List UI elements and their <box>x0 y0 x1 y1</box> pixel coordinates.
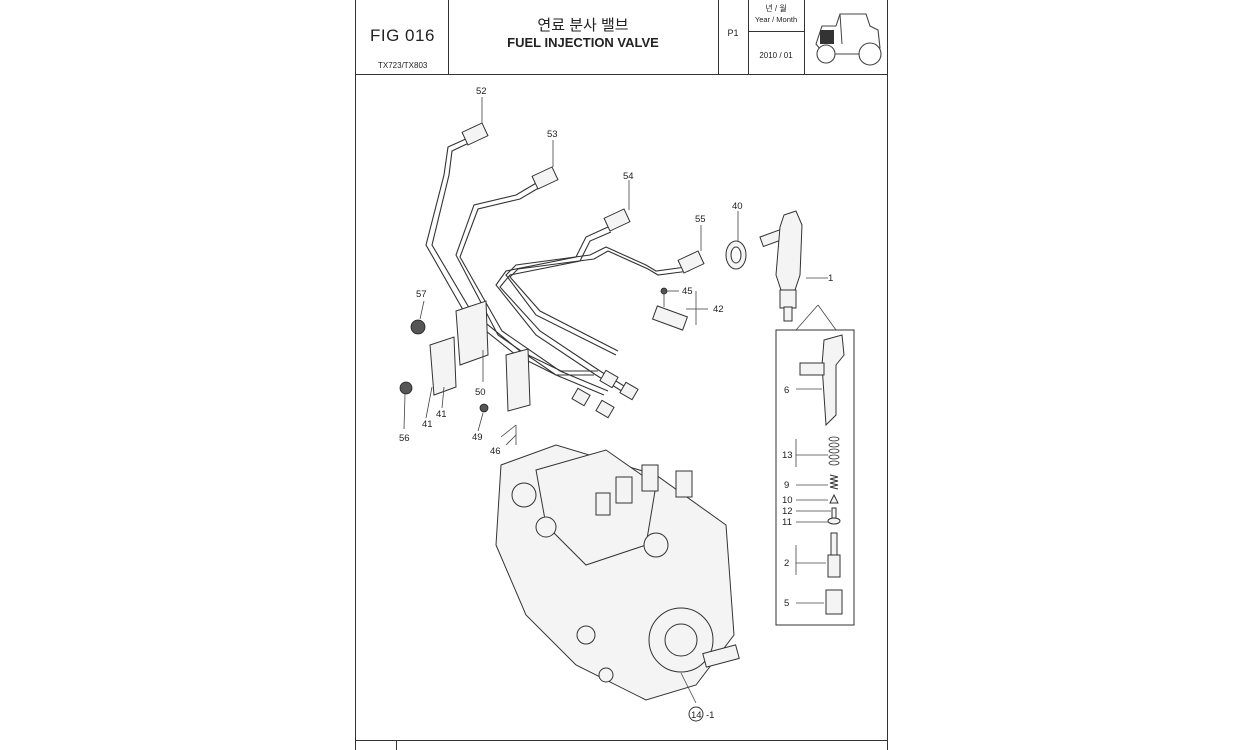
footer-line <box>356 740 887 741</box>
callout-54: 54 <box>623 171 634 182</box>
pipe-clamp-42 <box>651 287 689 331</box>
callout-13: 13 <box>782 450 793 461</box>
callout-10: 10 <box>782 495 793 506</box>
figure-number: FIG 016 <box>370 26 435 45</box>
title-block: FIG 016 TX723/TX803 연료 분사 밸브 FUEL INJECT… <box>356 0 887 75</box>
callout-42: 42 <box>713 304 724 315</box>
callout-55: 55 <box>695 214 706 225</box>
callout-14-circle <box>688 706 704 722</box>
seal-40-inner <box>730 246 742 264</box>
callout-50: 50 <box>475 387 486 398</box>
injection-pipes <box>425 137 690 396</box>
pipe-nut-lower <box>599 369 619 389</box>
pipe-nut-lower <box>571 387 591 407</box>
page-number: P1 <box>727 28 739 38</box>
footer-divider <box>396 740 397 750</box>
callout-1: 1 <box>828 273 833 284</box>
title-korean: 연료 분사 밸브 <box>537 17 629 34</box>
callout-41: 41 <box>422 419 433 430</box>
pipe-nut-54 <box>603 208 631 232</box>
title-divider <box>804 0 805 75</box>
date-divider <box>748 31 804 32</box>
year-month-label-ko: 년 / 월 <box>765 4 787 13</box>
year-month-label-en: Year / Month <box>754 15 798 24</box>
callout-57: 57 <box>416 289 427 300</box>
revision-date: 2010 / 01 <box>759 51 793 60</box>
leader-lines <box>403 97 831 704</box>
callout-2: 2 <box>784 558 789 569</box>
callout-52: 52 <box>476 86 487 97</box>
pipe-nut-53 <box>531 166 559 190</box>
injector-detail-box <box>775 329 855 626</box>
pipe-nut-lower <box>595 399 615 419</box>
leader <box>817 304 837 331</box>
drawing-sheet: FIG 016 TX723/TX803 연료 분사 밸브 FUEL INJECT… <box>355 0 888 750</box>
tractor-icon <box>815 13 882 66</box>
title-divider <box>718 0 719 75</box>
callout-9: 9 <box>784 480 789 491</box>
callout-45: 45 <box>682 286 693 297</box>
title-english: FUEL INJECTION VALVE <box>507 35 659 50</box>
callout-14-suffix: -1 <box>706 710 714 721</box>
leader <box>795 304 819 331</box>
injector-detail-parts <box>799 334 845 615</box>
callout-40: 40 <box>732 201 743 212</box>
callout-14: 14 <box>691 710 702 721</box>
callout-53: 53 <box>547 129 558 140</box>
callout-56: 56 <box>399 433 410 444</box>
callout-12: 12 <box>782 506 793 517</box>
exploded-parts-diagram: 52 53 54 55 40 1 45 42 57 50 41 41 56 49… <box>399 86 855 722</box>
callout-5: 5 <box>784 598 789 609</box>
pipe-nut-52 <box>461 122 489 146</box>
injection-pump-14-1 <box>495 444 740 701</box>
model-number: TX723/TX803 <box>378 61 428 70</box>
title-divider <box>448 0 449 75</box>
callout-41: 41 <box>436 409 447 420</box>
pipe-bracket-assembly <box>399 300 531 413</box>
injector-assembly-1 <box>759 210 803 322</box>
pipe-nut-lower <box>619 381 639 401</box>
callout-11: 11 <box>782 517 792 528</box>
callout-46: 46 <box>490 446 501 457</box>
callout-6: 6 <box>784 385 789 396</box>
title-divider <box>748 0 749 75</box>
callout-49: 49 <box>472 432 483 443</box>
pipe-nut-55 <box>677 250 705 274</box>
